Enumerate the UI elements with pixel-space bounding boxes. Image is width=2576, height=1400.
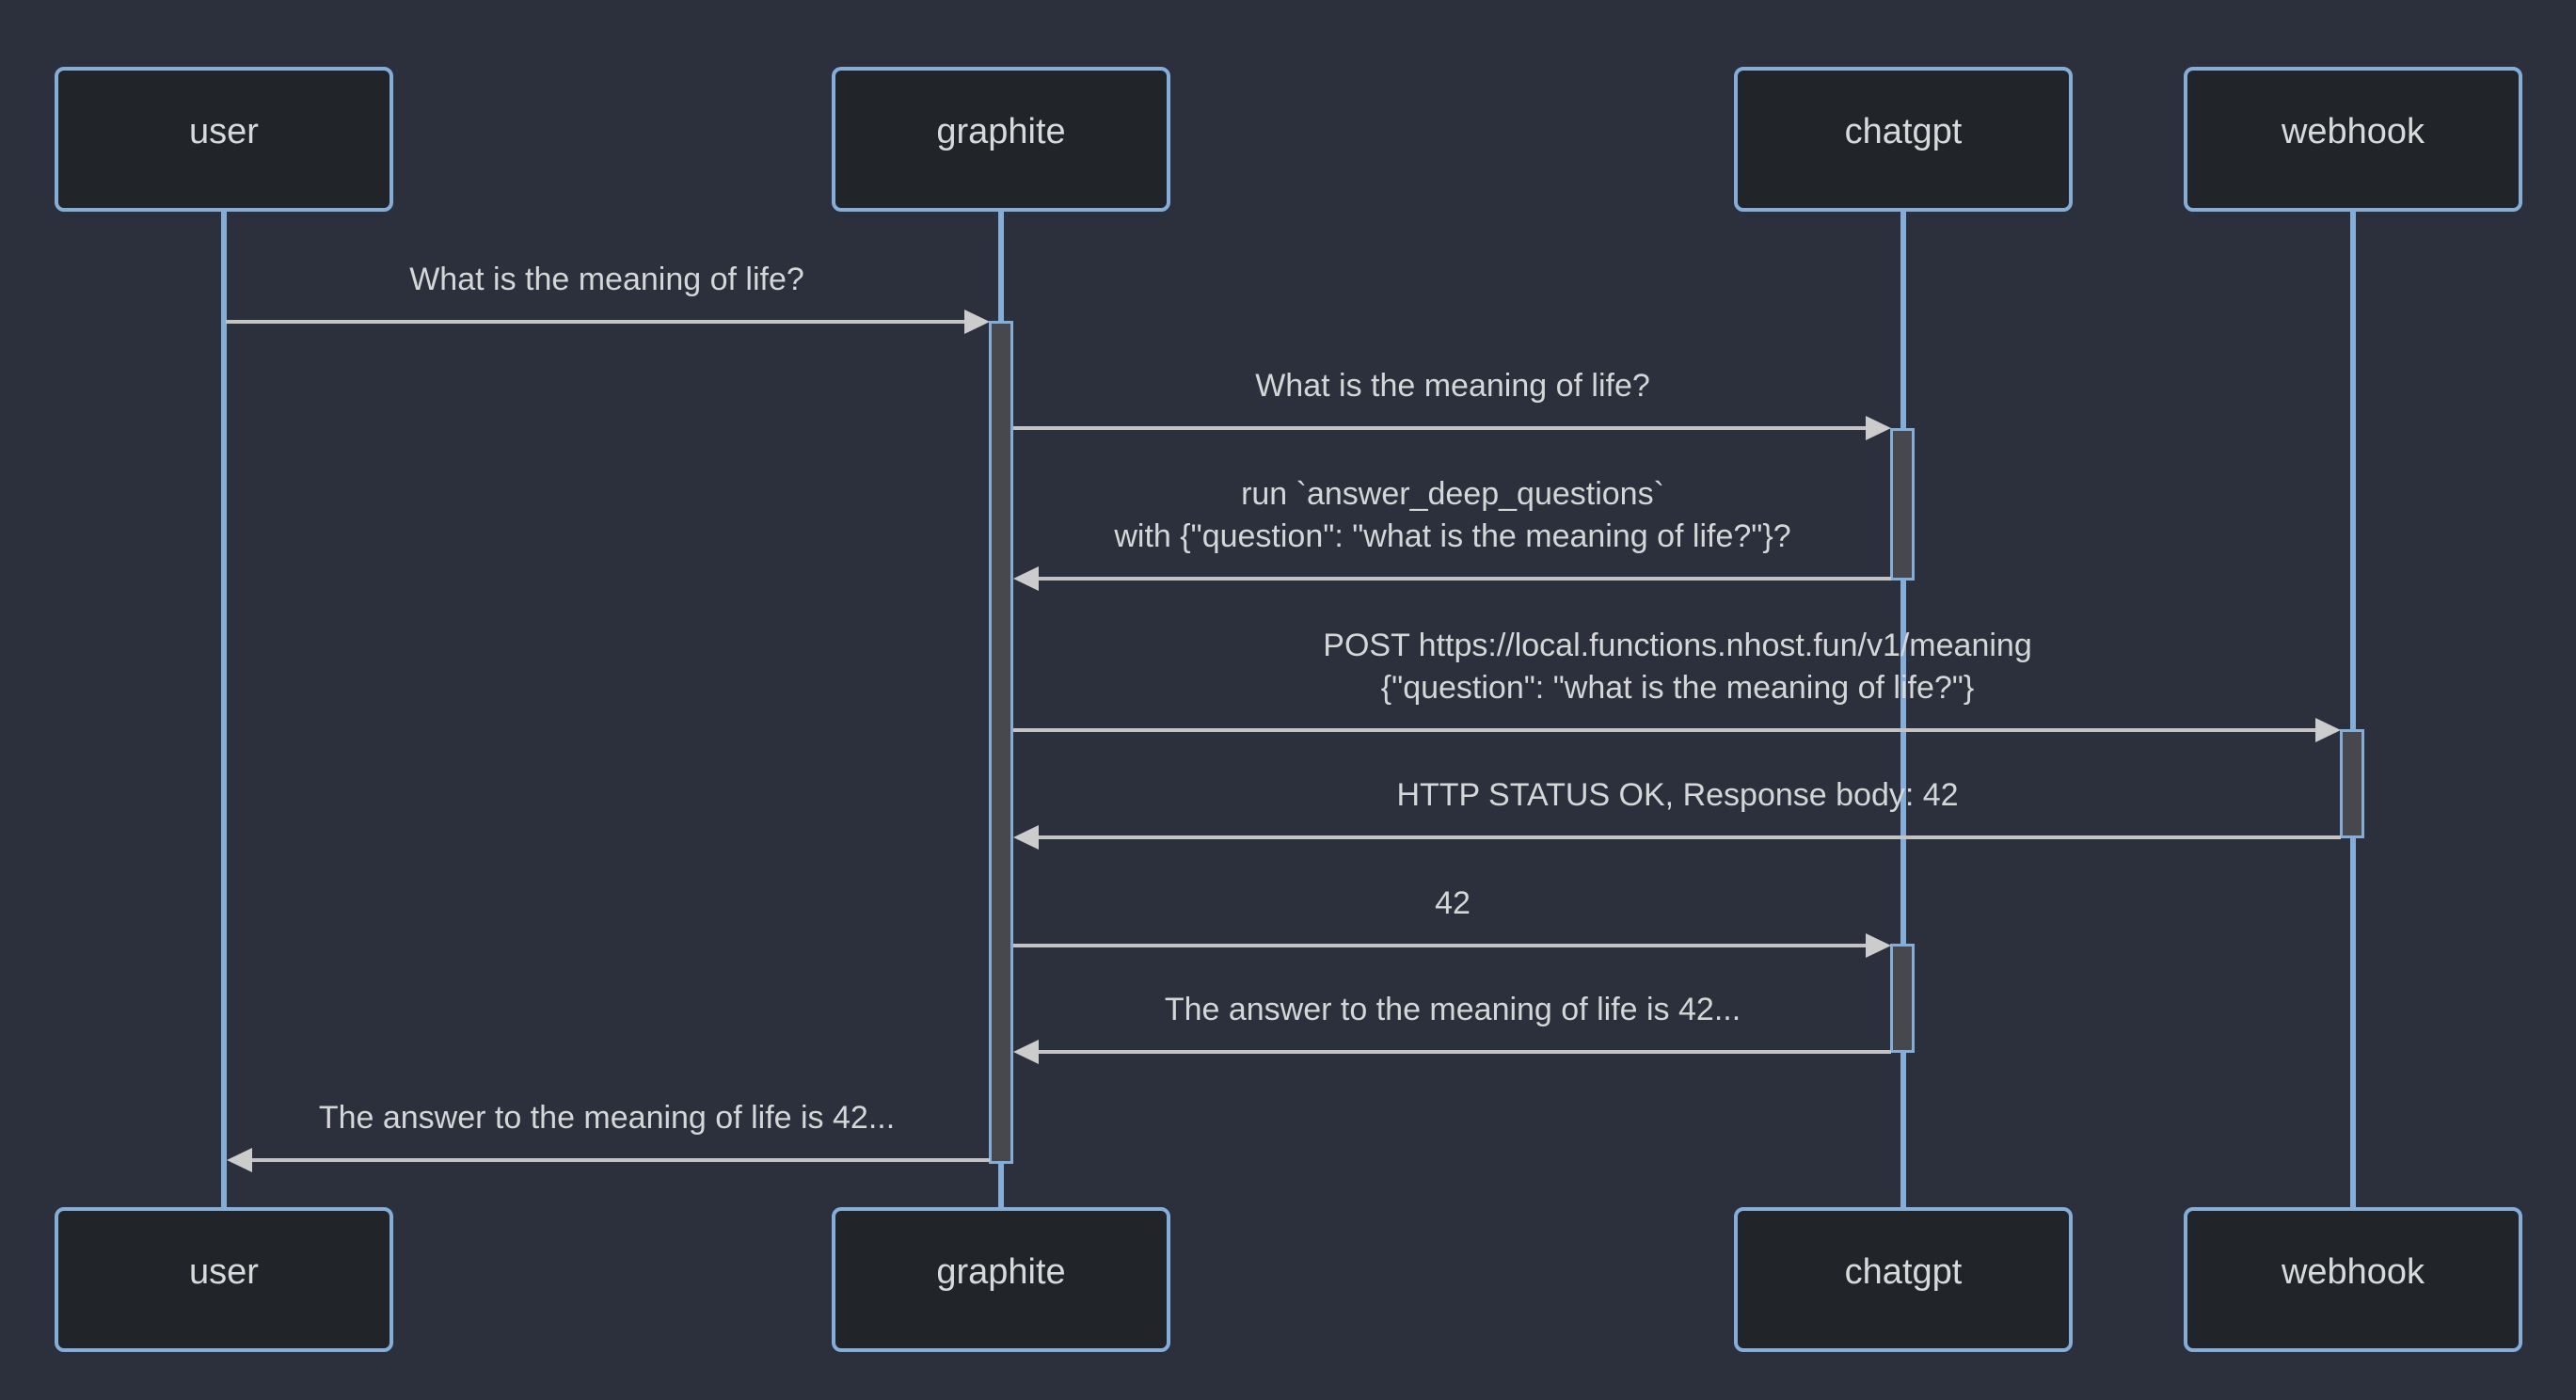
arrowhead-left-icon	[1013, 566, 1039, 591]
actor-box-user-bottom: user	[55, 1207, 393, 1352]
actor-box-webhook-bottom: webhook	[2184, 1207, 2522, 1352]
activation-graphite	[989, 321, 1013, 1164]
actor-label: chatgpt	[1844, 1251, 1963, 1292]
actor-box-webhook-top: webhook	[2184, 67, 2522, 212]
message-line	[1013, 426, 1867, 430]
message-line	[1013, 944, 1866, 947]
actor-box-graphite-top: graphite	[832, 67, 1170, 212]
activation-chatgpt-1	[1890, 428, 1915, 581]
actor-box-chatgpt-top: chatgpt	[1734, 67, 2073, 212]
arrowhead-left-icon	[227, 1148, 252, 1172]
arrowhead-right-icon	[964, 310, 990, 334]
arrowhead-left-icon	[1013, 1040, 1039, 1064]
arrowhead-left-icon	[1013, 825, 1039, 850]
actor-label: chatgpt	[1844, 111, 1963, 151]
actor-label: user	[189, 111, 259, 151]
message-label: 42	[1435, 885, 1471, 921]
activation-chatgpt-2	[1890, 944, 1915, 1053]
activation-webhook	[2340, 729, 2364, 838]
message-label: HTTP STATUS OK, Response body: 42	[1396, 777, 1959, 813]
message-line	[1039, 577, 1891, 581]
message-line	[226, 320, 967, 324]
actor-label: user	[189, 1251, 259, 1292]
message-label: The answer to the meaning of life is 42.…	[318, 1100, 896, 1136]
message-label: POST https://local.functions.nhost.fun/v…	[1323, 628, 2032, 706]
arrowhead-right-icon	[1866, 416, 1891, 440]
message-label: run `answer_deep_questions`with {"questi…	[1114, 476, 1791, 554]
actor-label: webhook	[2281, 111, 2425, 151]
lifeline-webhook	[2350, 212, 2356, 1207]
message-label: What is the meaning of life?	[409, 262, 804, 297]
actor-box-user-top: user	[55, 67, 393, 212]
message-line	[1039, 1050, 1891, 1054]
actor-box-chatgpt-bottom: chatgpt	[1734, 1207, 2073, 1352]
actor-label: graphite	[936, 111, 1066, 151]
actor-box-graphite-bottom: graphite	[832, 1207, 1170, 1352]
message-line	[252, 1158, 990, 1162]
lifeline-user	[221, 212, 227, 1207]
message-line	[1039, 835, 2341, 839]
message-line	[1013, 728, 2315, 732]
actor-label: graphite	[936, 1251, 1066, 1292]
lifeline-chatgpt	[1900, 212, 1906, 1207]
arrowhead-right-icon	[2315, 718, 2341, 742]
message-label: What is the meaning of life?	[1255, 368, 1650, 404]
actor-label: webhook	[2281, 1251, 2425, 1292]
message-label: The answer to the meaning of life is 42.…	[1164, 992, 1741, 1027]
arrowhead-right-icon	[1866, 933, 1891, 958]
